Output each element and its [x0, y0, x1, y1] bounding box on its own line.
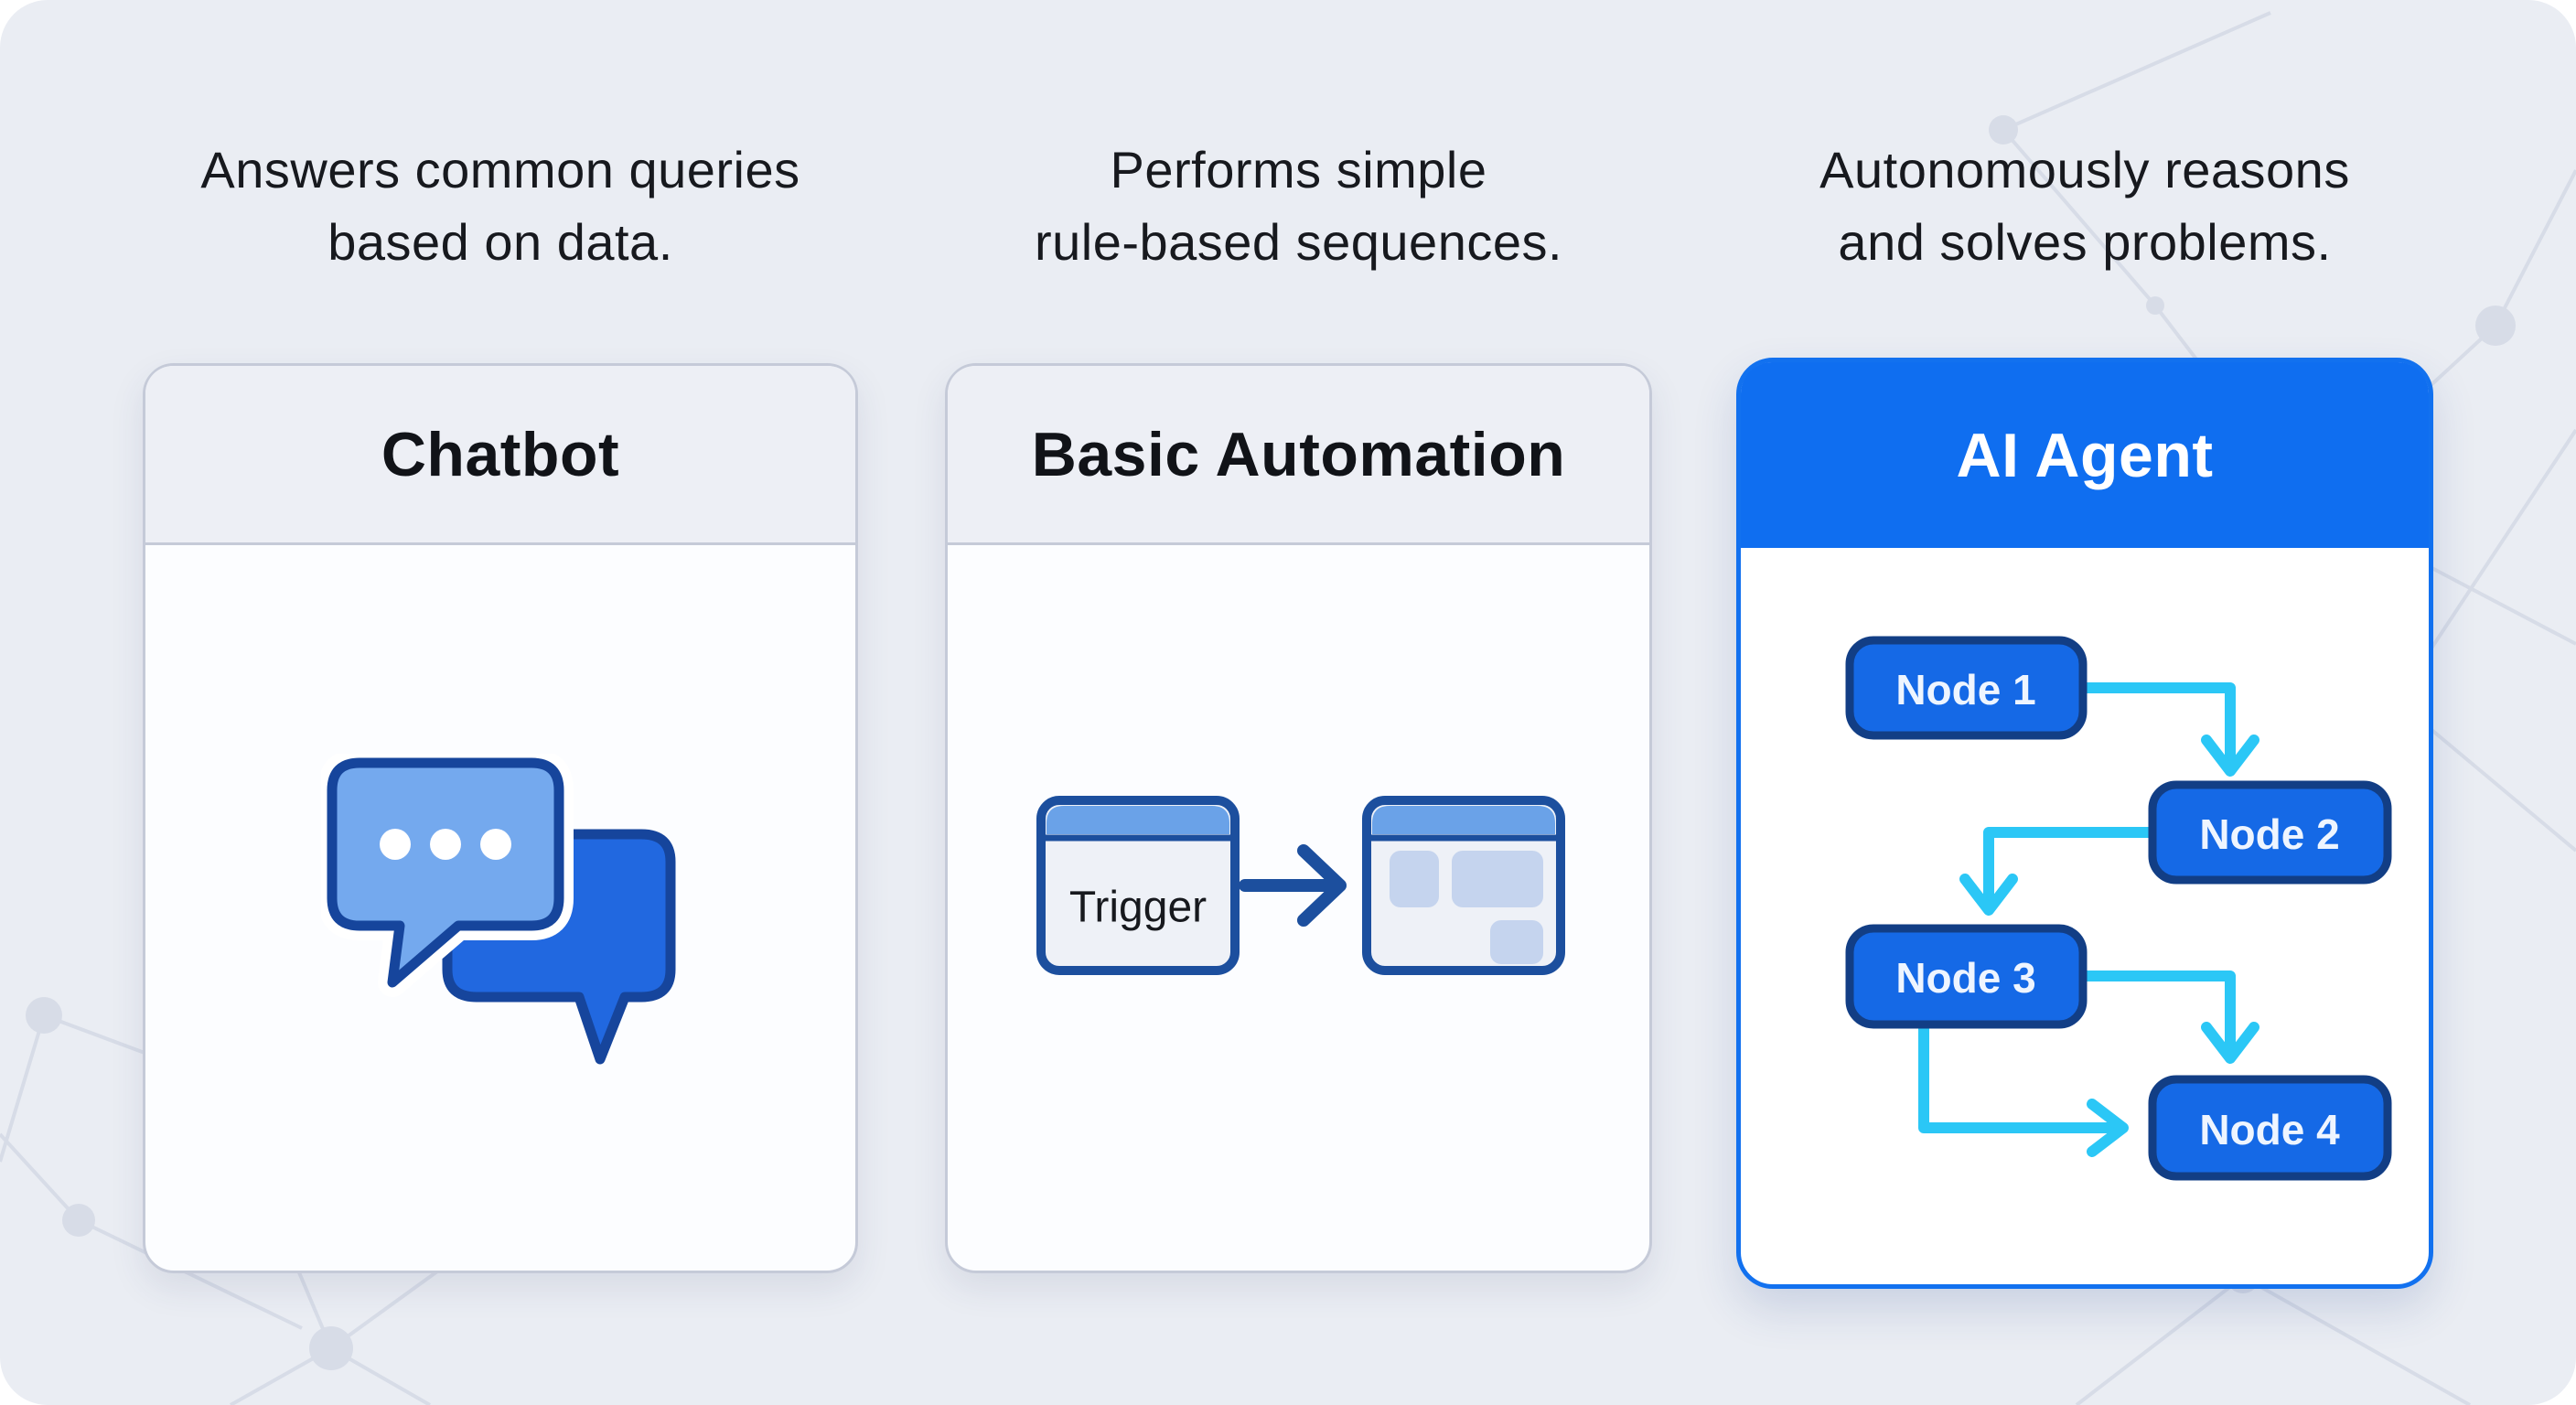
node-2: Node 2: [2148, 780, 2392, 885]
trigger-flow-illustration: Trigger: [1036, 796, 1565, 975]
trigger-label: Trigger: [1069, 884, 1207, 932]
description-line: Autonomously reasons: [1819, 141, 2350, 198]
basic-automation-card-body: Trigger: [948, 545, 1649, 1268]
edge-node1-node2: [2077, 682, 2259, 777]
window-content-blocks: [1390, 851, 1543, 964]
edge-node3-node4-left: [1918, 1019, 2129, 1157]
node-4: Node 4: [2148, 1075, 2392, 1181]
basic-automation-card-title: Basic Automation: [1031, 419, 1566, 489]
node-4-label: Node 4: [2199, 1106, 2340, 1153]
ai-agent-card: AI Agent: [1736, 358, 2433, 1289]
description-line: Performs simple: [1110, 141, 1487, 198]
basic-automation-card-header: Basic Automation: [948, 366, 1649, 545]
node-3: Node 3: [1845, 924, 2088, 1029]
description-line: based on data.: [327, 213, 673, 271]
chatbot-card-header: Chatbot: [145, 366, 855, 545]
node-1-label: Node 1: [1895, 666, 2035, 713]
chatbot-card: Chatbot: [143, 363, 858, 1273]
node-2-label: Node 2: [2199, 810, 2339, 858]
chatbot-card-body: [145, 545, 855, 1268]
ai-agent-card-header: AI Agent: [1741, 362, 2429, 548]
description-line: Answers common queries: [200, 141, 800, 198]
ai-agent-card-title: AI Agent: [1956, 420, 2214, 490]
chatbot-card-title: Chatbot: [381, 419, 620, 489]
description-line: and solves problems.: [1838, 213, 2332, 271]
basic-automation-description: Performs simple rule-based sequences.: [945, 134, 1652, 278]
app-window: [1362, 796, 1565, 975]
description-line: rule-based sequences.: [1034, 213, 1563, 271]
ai-agent-description: Autonomously reasons and solves problems…: [1736, 134, 2433, 278]
trigger-window: Trigger: [1036, 796, 1240, 975]
ai-agent-card-body: Node 1 Node 2 Node 3 Node 4: [1741, 548, 2429, 1284]
chat-bubbles-icon: [321, 754, 676, 1065]
edge-node3-node4-top: [2077, 971, 2259, 1064]
node-1: Node 1: [1845, 636, 2088, 740]
agent-node-graph: Node 1 Node 2 Node 3 Node 4: [1845, 636, 2392, 1181]
typing-dots: [380, 829, 511, 860]
edge-node2-node3: [1959, 827, 2158, 916]
flow-arrow-icon: [1239, 844, 1347, 927]
chatbot-description: Answers common queries based on data.: [143, 134, 858, 278]
basic-automation-card: Basic Automation Trigger: [945, 363, 1652, 1273]
node-3-label: Node 3: [1895, 954, 2035, 1002]
